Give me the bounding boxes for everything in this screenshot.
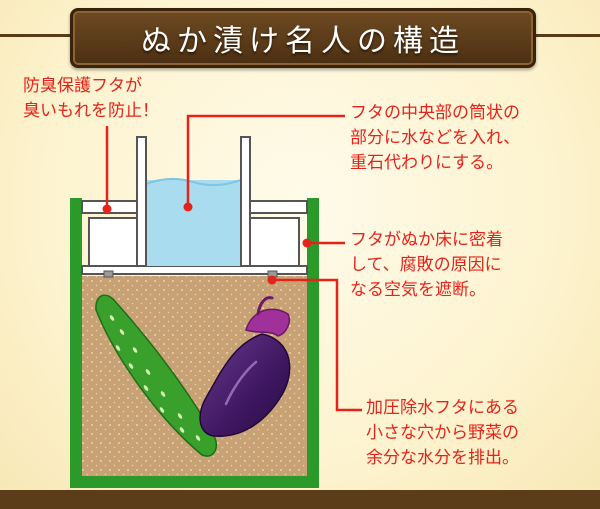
label-lid-seal: フタがぬか床に密着 して、腐敗の原因に なる空気を遮断。 [350,230,503,300]
dot-center-tube [183,202,193,212]
dot-lid-seal [302,238,312,248]
water-surface [145,178,242,186]
title-rule-right [522,34,600,37]
dot-lid-odor [102,204,112,214]
dot-drain-holes [267,275,277,285]
center-tube [136,136,251,267]
eggplant-illustration [199,296,291,437]
callout-dots [102,202,312,285]
callout-lines [105,114,362,412]
bottom-bar [0,490,600,509]
page-title: ぬか漬け名人の構造 [70,8,536,68]
container-wall-right [307,198,319,486]
leader-drain-holes [272,278,362,412]
leader-center-tube [186,114,345,207]
label-drain-holes: 加圧除水フタにある 小さな穴から野菜の 余分な水分を排出。 [366,398,519,468]
container-wall-left [70,198,82,486]
label-lid-odor: 防臭保護フタが 臭いもれを防止！ [23,76,159,121]
container-floor [70,476,319,488]
label-center-tube: フタの中央部の筒状の 部分に水などを入れ、 重石代わりにする。 [350,103,521,173]
deodorizing-lid [81,200,308,275]
center-tube-water [146,180,241,266]
title-rule-left [0,34,78,37]
